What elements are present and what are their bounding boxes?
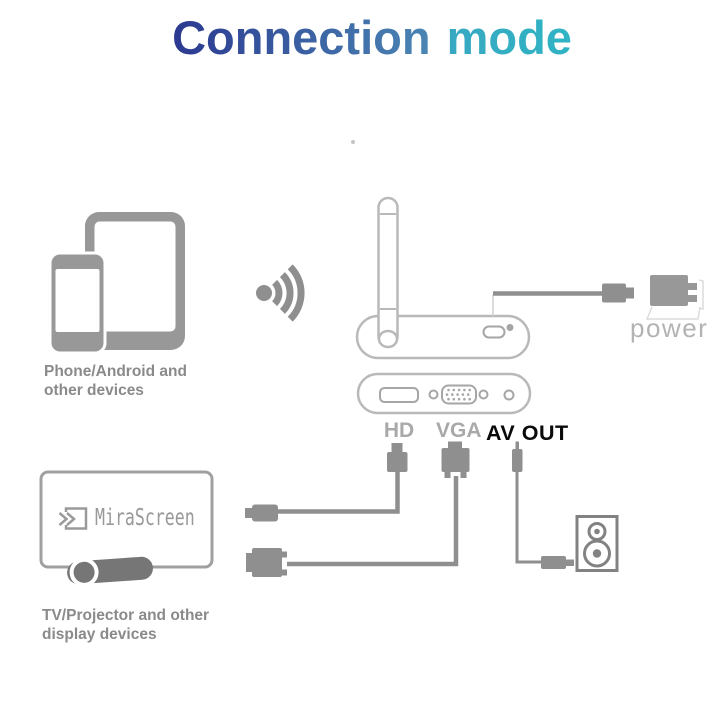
vga-label: VGA — [436, 419, 482, 442]
tv-icon — [39, 470, 214, 569]
led-indicator-icon — [506, 324, 514, 331]
av-plug-up-icon — [512, 441, 523, 472]
hdmi-plug-up-icon — [387, 443, 408, 472]
phone-icon — [48, 251, 107, 355]
antenna-icon — [377, 196, 399, 349]
vga-cable — [287, 476, 459, 567]
av-out-label: AV OUT — [486, 421, 569, 445]
display-caption-line1: TV/Projector and other — [42, 607, 210, 624]
dongle-port-view — [356, 372, 532, 415]
vga-port-icon — [428, 384, 489, 405]
vga-plug-up-icon — [441, 441, 470, 478]
vga-plug-left-icon — [246, 548, 287, 577]
av-port-icon — [503, 389, 515, 401]
mirascreen-logo-icon — [56, 507, 88, 530]
power-prong-top — [688, 283, 697, 290]
dongle-top-view — [355, 196, 531, 360]
hdmi-cable — [277, 472, 400, 514]
usb-plug-icon — [602, 283, 634, 303]
av-cable — [515, 472, 542, 564]
power-prong-bottom — [688, 295, 697, 302]
speaker-icon — [575, 515, 619, 572]
power-label: power — [630, 313, 709, 343]
source-caption-line2: other devices — [44, 381, 144, 399]
av-jack-plug-icon — [541, 556, 574, 569]
wifi-signal-icon — [256, 264, 305, 322]
power-cable — [492, 291, 602, 316]
page-title: Connection mode — [12, 10, 720, 65]
title-word-connection: Connection — [172, 11, 431, 64]
mirascreen-brand-text: MiraScreen — [95, 505, 195, 531]
power-adapter-icon — [645, 275, 704, 320]
hdmi-label: HD — [383, 419, 415, 442]
projector-icon — [67, 556, 153, 587]
source-devices-caption: Phone/Android and other devices — [44, 363, 187, 400]
micro-usb-port-icon — [482, 325, 506, 339]
source-caption-line1: Phone/Android and — [44, 363, 187, 380]
hdmi-port-icon — [379, 387, 419, 403]
tablet-icon — [85, 212, 185, 350]
hdmi-plug-left-icon — [245, 504, 278, 522]
display-caption-line2: display devices — [42, 625, 157, 643]
display-devices-caption: TV/Projector and other display devices — [42, 607, 209, 644]
artifact-dot — [351, 140, 355, 144]
title-word-mode: mode — [446, 11, 572, 64]
